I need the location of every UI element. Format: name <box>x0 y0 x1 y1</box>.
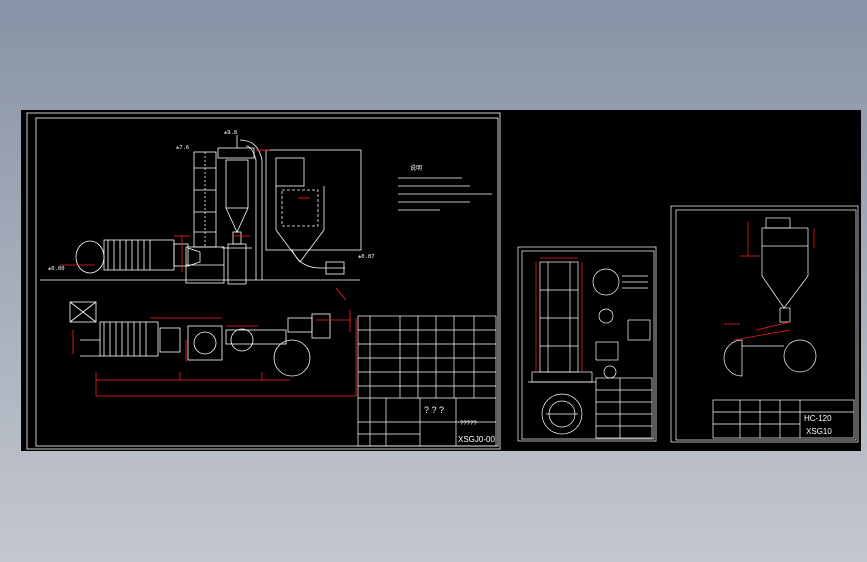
notes-title: 说明 <box>410 164 422 172</box>
sheet-process-layout[interactable] <box>26 112 501 450</box>
sheet3-inner-border <box>675 209 857 441</box>
cyclone-separator-1 <box>217 135 255 285</box>
rotary-dryer <box>40 239 360 281</box>
sheet2-dimensions <box>535 257 583 372</box>
elevation-base-left: ±0.00 <box>48 266 65 272</box>
model-label: HC-120 <box>804 414 832 423</box>
elevation-base-right: ±0.87 <box>358 254 375 260</box>
bag-filter-housing <box>265 149 362 275</box>
sheet-equipment-detail[interactable] <box>517 246 657 442</box>
drawing-number-3: XSG10 <box>806 427 832 436</box>
elevation-left: ±7.6 <box>176 145 189 151</box>
title-marks: ? ? ? <box>424 405 444 415</box>
sheet1-inner-border <box>35 117 499 447</box>
sheet1-dimensions <box>60 149 357 397</box>
sheet1-title-block <box>357 315 497 447</box>
drawing-area <box>21 110 861 451</box>
sheet2-outer-border <box>517 246 657 442</box>
drawing-number-1: XSGJ0-00 <box>458 435 495 444</box>
sheet-cyclone-detail[interactable] <box>670 205 859 443</box>
column-tower <box>185 151 225 284</box>
elevation-top: ±9.8 <box>224 130 237 136</box>
plan-view <box>69 301 331 377</box>
sheet1-elevations: ±9.8 ±7.6 ±0.00 ±0.87 说明 <box>48 130 422 272</box>
notes-block <box>398 177 492 211</box>
title-sub-marks: ????? <box>460 421 477 427</box>
sheet1-outer-border <box>26 112 501 450</box>
riser-duct <box>239 139 263 280</box>
sheet3-dimensions <box>724 222 815 341</box>
sheet3-outer-border <box>670 205 859 443</box>
sheet2-inner-border <box>521 250 655 440</box>
